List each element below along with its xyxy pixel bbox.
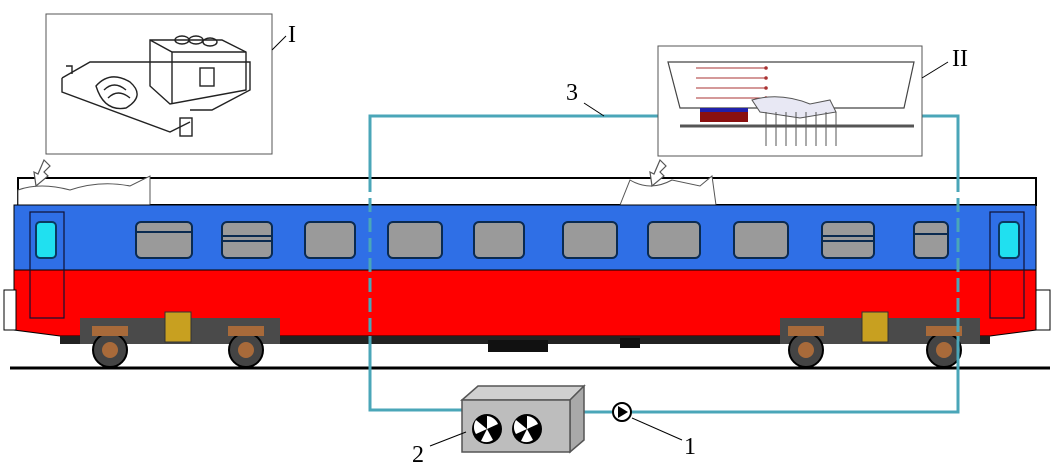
label-inset-1: I bbox=[288, 22, 296, 48]
detail-arrow-icon bbox=[33, 158, 51, 188]
car-end-left bbox=[3, 289, 17, 331]
cooling-unit-fan-icon bbox=[472, 414, 502, 444]
window bbox=[913, 221, 949, 259]
roof-cutaway-left bbox=[17, 175, 151, 206]
leader-line-unit bbox=[429, 431, 467, 447]
label-pump: 1 bbox=[684, 434, 696, 460]
window-sashes bbox=[136, 231, 948, 242]
door-window-left bbox=[35, 221, 57, 259]
railway-car bbox=[3, 175, 1051, 368]
underbody-box bbox=[488, 340, 548, 352]
unit-sketch bbox=[61, 35, 251, 137]
label-inset-2: II bbox=[952, 46, 968, 72]
window bbox=[135, 221, 193, 259]
cooling-unit-fan-icon bbox=[512, 414, 542, 444]
car-end-right bbox=[1035, 289, 1051, 331]
heat-exchanger-plate bbox=[700, 112, 748, 122]
door-left bbox=[29, 211, 65, 319]
car-roof bbox=[17, 177, 1037, 206]
leader-line-pipe bbox=[583, 102, 605, 117]
window bbox=[387, 221, 443, 259]
inset-detail-1 bbox=[45, 13, 287, 155]
label-pipe: 3 bbox=[566, 80, 578, 106]
leader-line-inset-1 bbox=[271, 35, 287, 51]
inset-detail-2 bbox=[657, 45, 949, 157]
passenger-windows bbox=[135, 221, 949, 259]
pump-icon bbox=[612, 402, 632, 422]
detail-arrow-icon bbox=[649, 158, 667, 188]
window bbox=[304, 221, 356, 259]
window bbox=[733, 221, 789, 259]
door-right bbox=[989, 211, 1025, 319]
cooling-unit bbox=[460, 384, 586, 454]
window bbox=[647, 221, 701, 259]
bogie-right bbox=[780, 311, 980, 368]
label-unit: 2 bbox=[412, 442, 424, 468]
window bbox=[562, 221, 618, 259]
leader-line-pump bbox=[631, 417, 683, 441]
underbody-box bbox=[620, 338, 640, 348]
leader-line-inset-2 bbox=[921, 61, 949, 79]
window bbox=[473, 221, 525, 259]
door-window-right bbox=[998, 221, 1020, 259]
bogie-left bbox=[80, 311, 280, 368]
roof-cutaway-middle bbox=[619, 175, 717, 206]
